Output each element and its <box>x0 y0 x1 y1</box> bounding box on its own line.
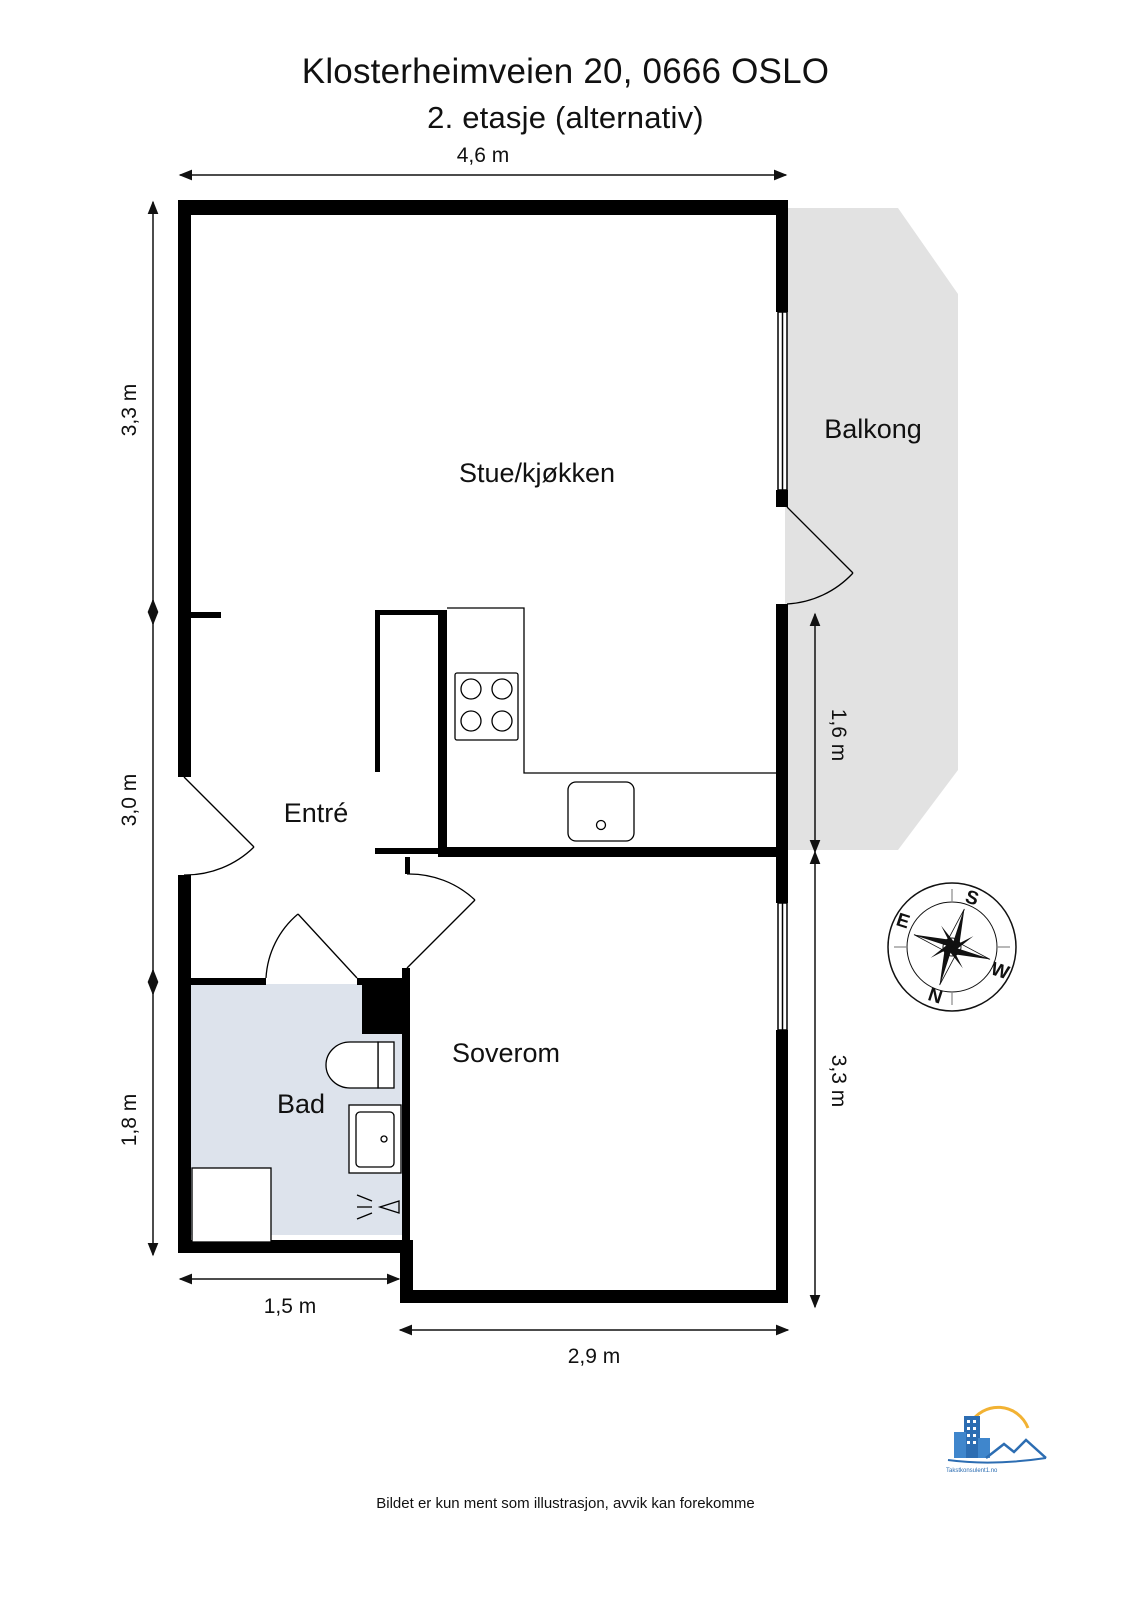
logo-text: Takstkonsulent1.no <box>946 1468 998 1474</box>
doors <box>183 506 854 979</box>
dim-right-bedroom: 3,3 m <box>827 1055 850 1108</box>
toilet-bowl <box>325 1041 379 1089</box>
kitchen-sink <box>567 781 635 842</box>
room-label-stue: Stue/kjøkken <box>459 458 615 488</box>
compass-s: S <box>963 887 982 911</box>
building-house-logo-icon: Takstkonsulent1.no <box>946 1405 1047 1474</box>
shower-tray <box>191 1167 272 1243</box>
room-label-entre: Entré <box>284 798 349 828</box>
toilet-tank <box>377 1041 395 1089</box>
dim-top-width: 4,6 m <box>457 144 510 167</box>
compass-w: W <box>988 959 1012 985</box>
compass-icon: N S E W <box>887 882 1017 1012</box>
dim-left-upper: 3,3 m <box>118 384 141 437</box>
dimension-lines <box>147 169 821 1336</box>
kitchen-counter <box>447 607 776 842</box>
bath-fixtures <box>191 1041 402 1243</box>
dim-bottom-bath: 1,5 m <box>264 1295 317 1318</box>
floor-subtitle: 2. etasje (alternativ) <box>427 100 704 135</box>
balcony-area <box>785 208 958 850</box>
page-title: Klosterheimveien 20, 0666 OSLO <box>301 52 830 91</box>
room-label-bad: Bad <box>277 1089 325 1119</box>
walls <box>178 200 788 1303</box>
compass-e: E <box>894 910 913 934</box>
windows <box>777 311 788 1031</box>
dim-left-middle: 3,0 m <box>118 774 141 827</box>
compass-n: N <box>925 984 945 1008</box>
dim-bottom-bedroom: 2,9 m <box>568 1345 621 1368</box>
disclaimer: Bildet er kun ment som illustrasjon, avv… <box>376 1495 755 1512</box>
stove <box>454 672 519 741</box>
room-label-soverom: Soverom <box>452 1038 560 1068</box>
dim-left-lower: 1,8 m <box>118 1094 141 1147</box>
dim-right-balcony: 1,6 m <box>827 709 850 762</box>
room-label-balkong: Balkong <box>824 414 922 444</box>
